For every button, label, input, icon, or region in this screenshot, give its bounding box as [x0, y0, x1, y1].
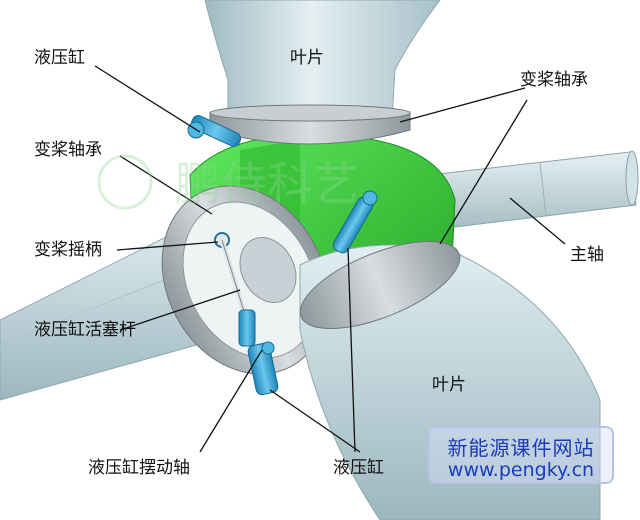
watermark-site-name: 新能源课件网站	[447, 436, 595, 460]
logo-watermark: 鹏侍科艺	[97, 154, 359, 211]
leader-pitch-bearing-right	[439, 99, 528, 245]
label-blade-bottom: 叶片	[432, 375, 466, 395]
svg-text:鹏侍科艺: 鹏侍科艺	[175, 157, 359, 211]
label-pitch-bearing-left: 变桨轴承	[34, 140, 102, 160]
leader-pitch-bearing-left	[119, 155, 213, 215]
label-pitch-crank: 变桨摇柄	[34, 240, 102, 260]
label-hydraulic-cylinder-top: 液压缸	[34, 48, 85, 68]
leader-hydraulic-cylinder-top	[94, 65, 201, 133]
watermark-url: www.pengky.cn	[447, 459, 595, 481]
label-blade-top: 叶片	[290, 48, 324, 68]
leader-hydraulic-cylinder-bottom-1	[347, 247, 356, 453]
leader-swing-shaft	[199, 349, 263, 453]
leader-lines	[94, 65, 566, 453]
website-watermark: 新能源课件网站 www.pengky.cn	[428, 426, 614, 484]
pitch-crank-assembly	[214, 232, 279, 396]
label-hydraulic-piston-rod: 液压缸活塞杆	[34, 320, 136, 340]
leader-piston-rod	[119, 289, 241, 331]
leader-hydraulic-cylinder-bottom-2	[269, 389, 361, 453]
hydraulic-cylinder-top	[187, 115, 242, 147]
label-main-shaft: 主轴	[570, 245, 604, 265]
label-hydraulic-swing-shaft: 液压缸摆动轴	[88, 458, 190, 478]
leader-pitch-crank	[116, 241, 219, 251]
hydraulic-cylinder-center	[332, 190, 378, 254]
main-shaft	[429, 150, 639, 231]
label-pitch-bearing-right: 变桨轴承	[520, 70, 588, 90]
leader-pitch-bearing-top	[399, 87, 526, 123]
blade-bottom	[299, 240, 601, 520]
label-hydraulic-cylinder-bottom: 液压缸	[333, 458, 384, 478]
leader-main-shaft	[509, 197, 566, 245]
pitch-bearing-top	[209, 104, 411, 145]
